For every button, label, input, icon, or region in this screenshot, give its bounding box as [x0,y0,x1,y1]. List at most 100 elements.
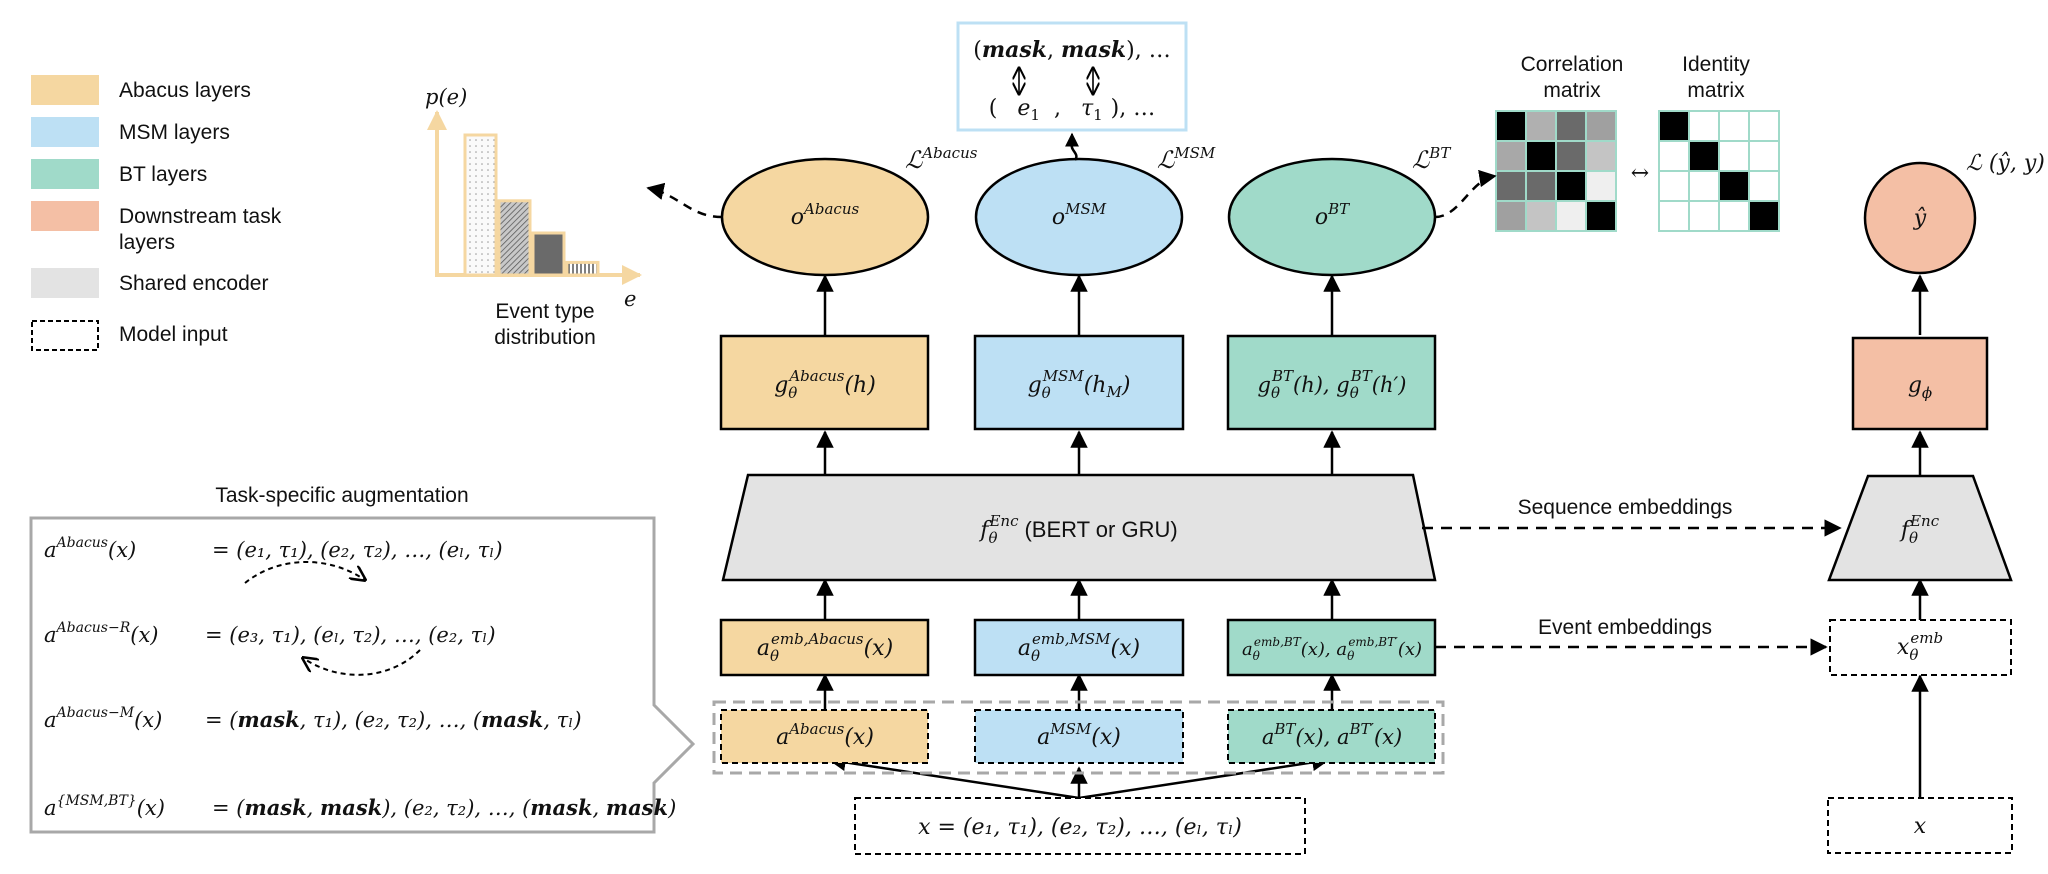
model-input-label: x = (e₁, τ₁), (e₂, τ₂), …, (eₗ, τₗ) [918,815,1242,840]
downstream-loss-label: ℒ (ŷ, y) [1966,151,2045,176]
swap-arrow-bottom [303,649,421,676]
msm-projection-label: gθMSM(hM) [1028,367,1131,402]
msm-augmentation-label: aMSM(x) [1037,720,1121,750]
distribution-caption-line2: distribution [494,326,596,349]
msm-target-connector [1070,144,1078,161]
abacus-projection-label: gθAbacus(h) [774,367,876,402]
augmentation-row: aAbacus−R(x)= (e₃, τ₁), (eₗ, τ₂), …, (e₂… [44,620,496,647]
abacus-augmentation-box [720,709,929,764]
augmentation-lhs: aAbacus−M(x) [44,705,162,732]
matrix-cell [1720,142,1748,170]
legend-label: MSM layers [119,121,230,144]
correlation-matrix: Correlation matrix [1495,53,1623,232]
bt-embedding-label: aθemb,BT(x), aθemb,BT′(x) [1242,635,1422,663]
msm-augmentation-box [974,709,1184,764]
downstream-input-label: x [1914,814,1927,839]
augmentation-panel: Task-specific augmentation aAbacus(x) = (… [29,484,696,834]
matrix-cell [1497,142,1525,170]
matrix-cell [1660,142,1688,170]
abacus-loss-label: ℒAbacus [905,144,978,174]
matrix-cell [1497,172,1525,200]
msm-head: oMSM ℒMSM gθMSM(hM) aθemb,MSM(x) aMSM(x) [973,144,1216,764]
legend-swatch [31,75,99,105]
matrix-cell [1720,202,1748,230]
legend-swatch [31,117,99,147]
loss-connectors [646,169,1497,219]
matrix-cell [1527,172,1555,200]
abacus-head: oAbacus ℒAbacus gθAbacus(h) aθemb,Abacus… [719,144,978,764]
bt-loss-label: ℒBT [1412,144,1451,174]
matrix-cell [1750,112,1778,140]
matrix-cell [1690,142,1718,170]
matrix-cell [1557,112,1585,140]
bt-projection-label: gθBT(h), gθBT(h′) [1258,367,1407,402]
identity-matrix: Identity matrix [1658,53,1780,232]
correlation-title-line2: matrix [1543,79,1601,102]
distribution-bar [531,231,566,277]
msm-projection-head [973,334,1185,431]
augmentation-row: a{MSM,BT}(x) = (mask, mask), (e₂, τ₂), …,… [44,793,676,820]
legend-swatch [31,159,99,189]
x-axis-label: e [624,287,636,311]
identity-title-line2: matrix [1687,79,1745,102]
sequence-embeddings-label: Sequence embeddings [1518,496,1733,519]
msm-embedding-box [973,618,1185,677]
matrix-cell [1557,202,1585,230]
masked-tuple: (mask, mask), … [973,37,1171,63]
legend-swatch [31,201,99,231]
augmentation-lhs: aAbacus(x) [44,535,136,562]
downstream-output-node [1863,161,1977,275]
legend-swatch [31,268,99,298]
matrix-cell [1750,142,1778,170]
bt-output-label: oBT [1315,200,1350,230]
downstream-encoder [1827,474,2013,582]
matrix-cell [1750,172,1778,200]
legend-label: Shared encoder [119,272,268,295]
bt-augmentation-label: aBT(x), aBT′(x) [1262,720,1402,749]
legend-swatch [31,320,99,351]
augmentation-rhs: = (mask, mask), (e₂, τ₂), …, (mask, mask… [212,795,676,820]
augmentation-lhs: a{MSM,BT}(x) [44,793,165,820]
legend-item: Abacus layers [31,75,251,105]
matrix-cell [1720,112,1748,140]
original-tuple: (e1,τ1), … [989,96,1155,124]
identity-title-line1: Identity [1682,53,1750,76]
downstream-projection-label: gϕ [1908,373,1932,402]
downstream-encoder-label: fθEnc [1899,512,1940,547]
matrix-cell [1527,112,1555,140]
model-input: x = (e₁, τ₁), (e₂, τ₂), …, (eₗ, τₗ) [854,797,1306,855]
downstream-input-box [1827,797,2013,854]
distribution-bar [497,199,532,277]
bt-head: oBT ℒBT gθBT(h), gθBT(h′) aθemb,BT(x), a… [1226,144,1451,764]
augmentation-row: aAbacus−M(x)= (mask, τ₁), (e₂, τ₂), …, (… [44,705,582,732]
shared-encoder: fθEnc(BERT or GRU) [721,473,1437,582]
matrix-cell [1527,142,1555,170]
matrix-cell [1587,112,1615,140]
msm-output-node [974,157,1184,277]
msm-embedding-label: aθemb,MSM(x) [1018,630,1140,665]
matrix-cell [1720,172,1748,200]
legend-item: Model input [31,320,228,351]
shared-encoder-label: fθEnc(BERT or GRU) [978,512,1177,547]
abacus-augmentation-label: aAbacus(x) [776,720,874,750]
abacus-embedding-box [719,618,930,677]
augmentation-rhs: = (e₁, τ₁), (e₂, τ₂), …, (eₗ, τₗ) [212,538,503,562]
matrix-cell [1690,112,1718,140]
msm-target-box: (mask, mask), … (e1,τ1), … [956,21,1188,132]
legend-label: Downstream task [119,205,282,228]
matrix-cell [1587,202,1615,230]
augmentation-group-outline [712,700,1445,775]
matrix-cell [1497,112,1525,140]
augmentation-title: Task-specific augmentation [215,484,468,507]
matrix-cell [1690,172,1718,200]
matrix-cell [1557,142,1585,170]
flow-arrows [816,274,1929,800]
distribution-bar [565,260,600,277]
embedding-connectors [1422,519,1842,656]
msm-loss-label: ℒMSM [1157,144,1216,174]
legend-label: BT layers [119,163,207,186]
matrix-cell [1690,202,1718,230]
matrix-cell [1557,172,1585,200]
event-type-distribution: p(e) e Event type distribution [425,85,642,349]
